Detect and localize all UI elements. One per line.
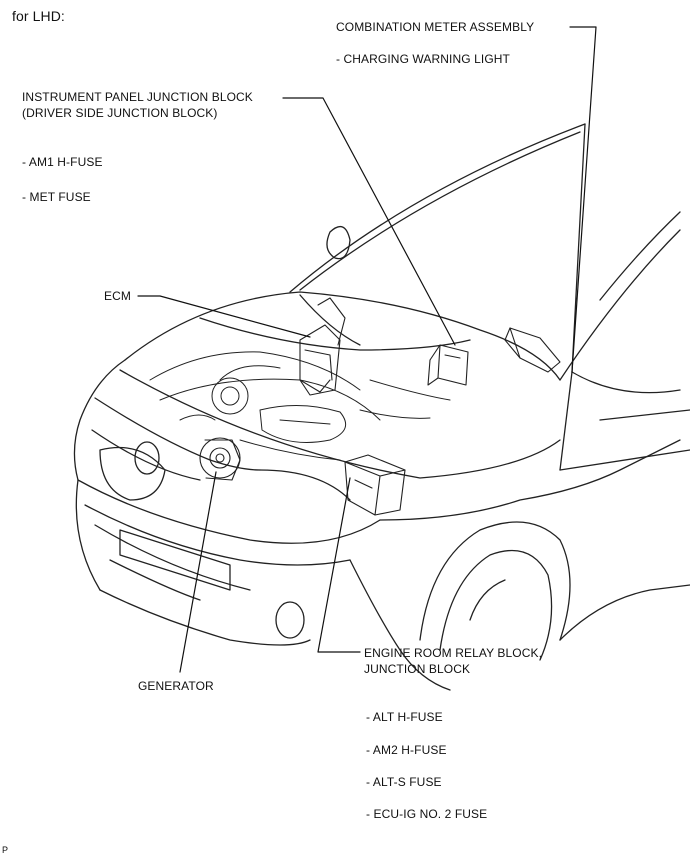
ipjb-item-1: - AM1 H-FUSE xyxy=(22,155,103,169)
generator-label: GENERATOR xyxy=(138,679,214,693)
ipjb-component xyxy=(427,344,469,386)
ecm-component xyxy=(299,297,346,396)
ipjb-title-1: INSTRUMENT PANEL JUNCTION BLOCK xyxy=(22,90,253,104)
header-label: for LHD: xyxy=(12,8,65,24)
ipjb-title-2: (DRIVER SIDE JUNCTION BLOCK) xyxy=(22,106,218,120)
er-title-1: ENGINE ROOM RELAY BLOCK, xyxy=(364,646,542,660)
fender-wheel xyxy=(259,371,690,691)
er-item-1: - ALT H-FUSE xyxy=(366,710,443,724)
meter-title: COMBINATION METER ASSEMBLY xyxy=(336,20,535,34)
ipjb-item-2: - MET FUSE xyxy=(22,190,91,204)
windshield-outline xyxy=(289,123,681,381)
er-item-2: - AM2 H-FUSE xyxy=(366,743,447,757)
ecm-label: ECM xyxy=(104,289,131,303)
relay-block-component xyxy=(344,454,406,516)
er-item-3: - ALT-S FUSE xyxy=(366,775,442,789)
meter-item-1: - CHARGING WARNING LIGHT xyxy=(336,52,510,66)
meter-component xyxy=(504,327,561,373)
er-item-4: - ECU-IG NO. 2 FUSE xyxy=(366,807,488,821)
er-title-2: JUNCTION BLOCK xyxy=(364,662,471,676)
front-fascia xyxy=(73,359,381,646)
leader-lines xyxy=(137,26,597,673)
generator-component xyxy=(199,437,241,481)
reference-mark: P xyxy=(2,845,9,854)
